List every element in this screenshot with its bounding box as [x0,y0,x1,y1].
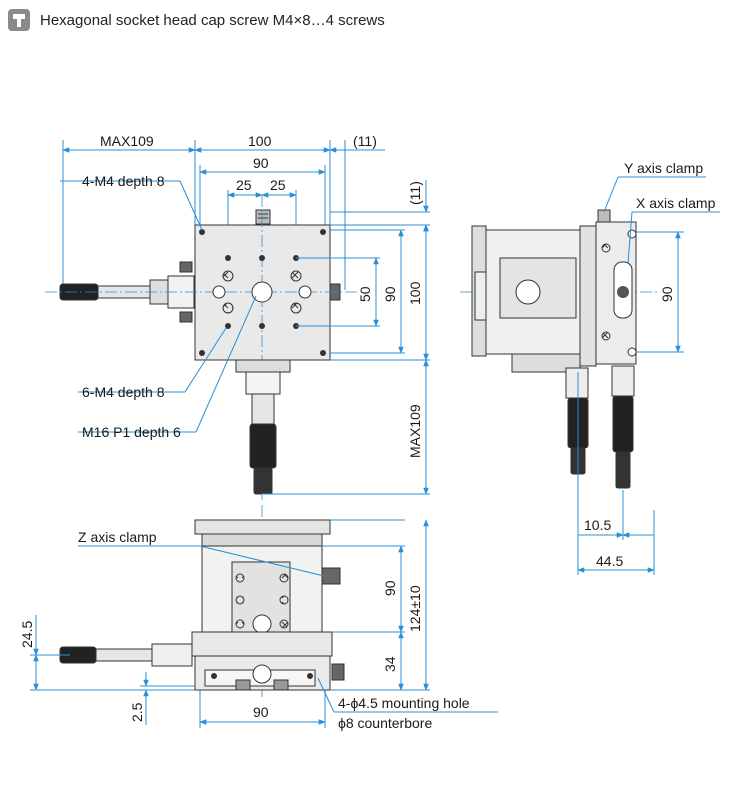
dim-max109-top: MAX109 [100,133,154,149]
dim-44-5: 44.5 [596,553,623,569]
dim-24-5: 24.5 [19,621,35,648]
label-y-axis-clamp: Y axis clamp [624,160,703,176]
label-z-axis-clamp: Z axis clamp [78,529,157,545]
dim-25-b: 25 [270,177,286,193]
dim-90-bottom: 90 [253,704,269,720]
label-x-axis-clamp: X axis clamp [636,195,716,211]
top-view: MAX109 100 (11) 90 25 25 [45,133,430,500]
dim-11-top: (11) [353,133,377,149]
label-4-m4-depth-8: 4-M4 depth 8 [82,173,165,189]
dim-90-right: 90 [382,286,398,302]
dim-90-side: 90 [659,286,675,302]
header-title: Hexagonal socket head cap screw M4×8…4 s… [40,11,385,29]
dim-max109-right: MAX109 [407,404,423,458]
label-6-m4-depth-8: 6-M4 depth 8 [82,384,165,400]
dim-34: 34 [382,656,398,672]
dim-2-5: 2.5 [129,702,145,722]
label-m16-depth-6: M16 P1 depth 6 [82,424,181,440]
dim-25-a: 25 [236,177,252,193]
screw-icon [8,9,30,31]
header: Hexagonal socket head cap screw M4×8…4 s… [8,8,385,32]
label-counterbore: ϕ8 counterbore [338,715,432,731]
side-view: 90 10.5 44.5 Y axis clamp X axis clamp [460,160,720,575]
front-view: 90 124±10 34 24.5 2.5 90 Z axis clamp 4-… [19,505,498,731]
dim-11-right: (11) [407,181,423,205]
dim-90-front: 90 [382,580,398,596]
dim-10-5: 10.5 [584,517,611,533]
label-mounting-hole: 4-ϕ4.5 mounting hole [338,695,470,711]
dim-100-right: 100 [407,281,423,305]
dim-90-top: 90 [253,155,269,171]
dim-100-top: 100 [248,133,272,149]
dim-124: 124±10 [407,585,423,632]
dim-50: 50 [357,286,373,302]
